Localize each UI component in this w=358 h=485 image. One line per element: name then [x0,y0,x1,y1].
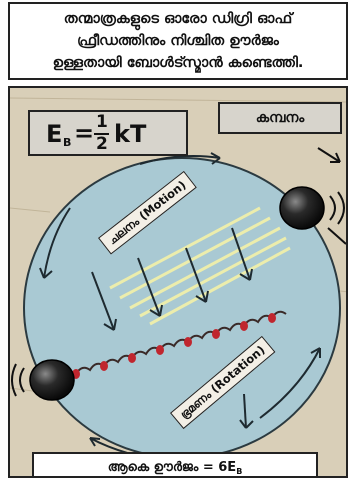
atom-right [280,187,324,229]
comic-panel: E B = 1 2 kT കമ്പനം ചലനം (Motion) ഭ്രമണം… [8,86,348,478]
formula-kt: kT [114,120,146,148]
total-energy-sub: B [236,467,242,476]
caption-line-2: ഫ്രീഡത്തിനും നിശ്ചിത ഊർജം [10,30,346,52]
formula-numerator: 1 [96,112,108,132]
caption-line-1: തന്മാത്രകളുടെ ഓരോ ഡിഗ്രി ഓഫ് [10,8,346,30]
formula-equals: = [74,119,94,147]
equipartition-formula: E B = 1 2 kT [28,110,188,156]
total-energy-text: ആകെ ഊർജം = 6E [108,460,237,475]
atom-left [30,360,74,400]
caption-box: തന്മാത്രകളുടെ ഓരോ ഡിഗ്രി ഓഫ് ഫ്രീഡത്തിനു… [8,2,348,80]
vibration-label: കമ്പനം [218,102,342,134]
formula-denominator: 2 [96,134,108,154]
total-energy-box: ആകെ ഊർജം = 6EB [32,452,318,478]
formula-e: E [46,120,62,148]
formula-sub: B [63,136,71,149]
caption-line-3: ഉള്ളതായി ബോൾട്സ്മാൻ കണ്ടെത്തി. [10,52,346,74]
